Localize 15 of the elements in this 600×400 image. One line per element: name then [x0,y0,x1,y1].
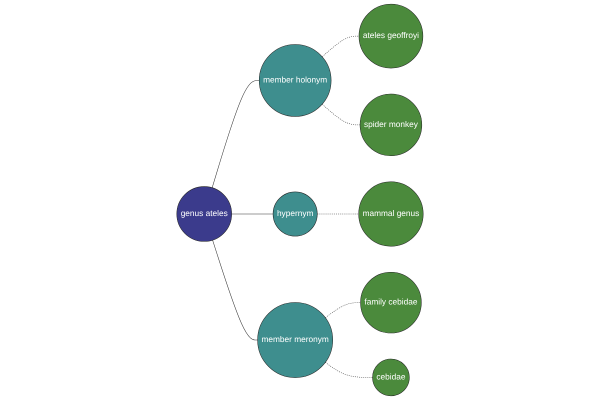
node-circle: ateles geoffroyi [358,4,424,68]
connector [212,240,258,340]
connector [322,104,360,126]
connector [322,36,360,58]
connector [212,80,260,188]
node-circle: member holonym [258,44,332,117]
node-circle: mammal genus [358,181,424,247]
connector [325,362,373,378]
node-circle: spider monkey [360,94,422,156]
node-circle: hypernym [272,192,318,236]
node-circle: member meronym [257,302,333,378]
node-circle: cebidae [372,358,410,396]
node-circle: genus ateles [176,186,232,242]
connector [325,302,361,318]
node-circle: family cebidae [360,272,422,334]
